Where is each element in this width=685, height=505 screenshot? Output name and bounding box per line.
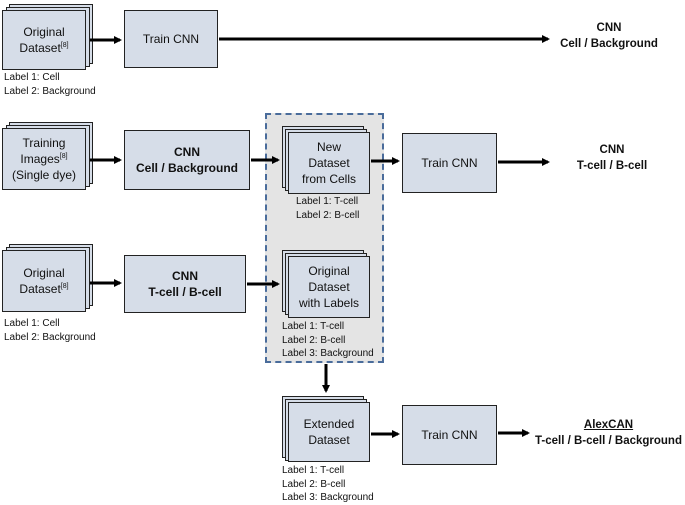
extended-dataset-node: Extended Dataset — [288, 402, 370, 462]
label-list: Label 1: Cell Label 2: Background — [4, 318, 96, 343]
original-dataset-with-labels-node: Original Dataset with Labels — [288, 256, 370, 318]
output-alexcan: AlexCAN T-cell / B-cell / Background — [532, 418, 685, 449]
node-text: New — [316, 139, 341, 154]
output-subtitle: T-cell / B-cell / Background — [535, 434, 682, 447]
train-cnn-node: Train CNN — [402, 133, 497, 193]
original-dataset-node: Original Dataset[8] — [2, 10, 86, 70]
node-text: Images — [20, 151, 60, 166]
node-subtitle: T-cell / B-cell — [148, 285, 222, 299]
node-text: from Cells — [301, 172, 356, 187]
output-cnn-tcell-bcell: CNN T-cell / B-cell — [557, 143, 667, 174]
node-text: Dataset — [308, 433, 350, 447]
node-text: Extended — [303, 416, 355, 431]
node-text: Dataset — [19, 282, 61, 296]
train-cnn-node: Train CNN — [402, 405, 497, 465]
node-subtitle: Cell / Background — [135, 161, 239, 175]
train-cnn-node: Train CNN — [124, 10, 218, 68]
node-text: Dataset — [19, 41, 61, 55]
node-text: Train CNN — [421, 427, 478, 442]
output-subtitle: Cell / Background — [560, 37, 658, 50]
output-title: CNN — [599, 144, 625, 156]
label-list: Label 1: T-cell Label 2: B-cell — [296, 196, 360, 221]
node-title: CNN — [171, 268, 198, 283]
label-list: Label 1: Cell Label 2: Background — [4, 72, 96, 97]
original-dataset-node: Original Dataset[8] — [2, 250, 86, 312]
node-text: (Single dye) — [11, 168, 77, 183]
node-text: Dataset — [308, 279, 350, 294]
node-text: Training — [22, 135, 66, 150]
node-text: Train CNN — [142, 31, 200, 46]
cnn-tcell-bcell-node: CNN T-cell / B-cell — [124, 255, 246, 313]
node-text: Original — [23, 24, 65, 39]
label-list: Label 1: T-cell Label 2: B-cell Label 3:… — [282, 465, 374, 503]
citation: [8] — [59, 152, 68, 160]
new-dataset-node: New Dataset from Cells — [288, 132, 370, 194]
label-list: Label 1: T-cell Label 2: B-cell Label 3:… — [282, 321, 374, 359]
output-title: AlexCAN — [583, 419, 634, 431]
node-text: Train CNN — [421, 155, 478, 170]
output-subtitle: T-cell / B-cell — [576, 159, 648, 172]
citation: [8] — [60, 42, 69, 49]
node-text: with Labels — [298, 296, 360, 311]
training-images-node: Training Images[8] (Single dye) — [2, 128, 86, 190]
cnn-cell-background-node: CNN Cell / Background — [124, 130, 250, 190]
node-text: Original — [23, 265, 65, 280]
node-title: CNN — [174, 144, 200, 159]
node-text: Original — [308, 263, 350, 278]
output-title: CNN — [596, 22, 622, 34]
output-cnn-cell-background: CNN Cell / Background — [528, 21, 685, 52]
node-text: Dataset — [308, 155, 350, 170]
citation: [8] — [60, 283, 69, 290]
